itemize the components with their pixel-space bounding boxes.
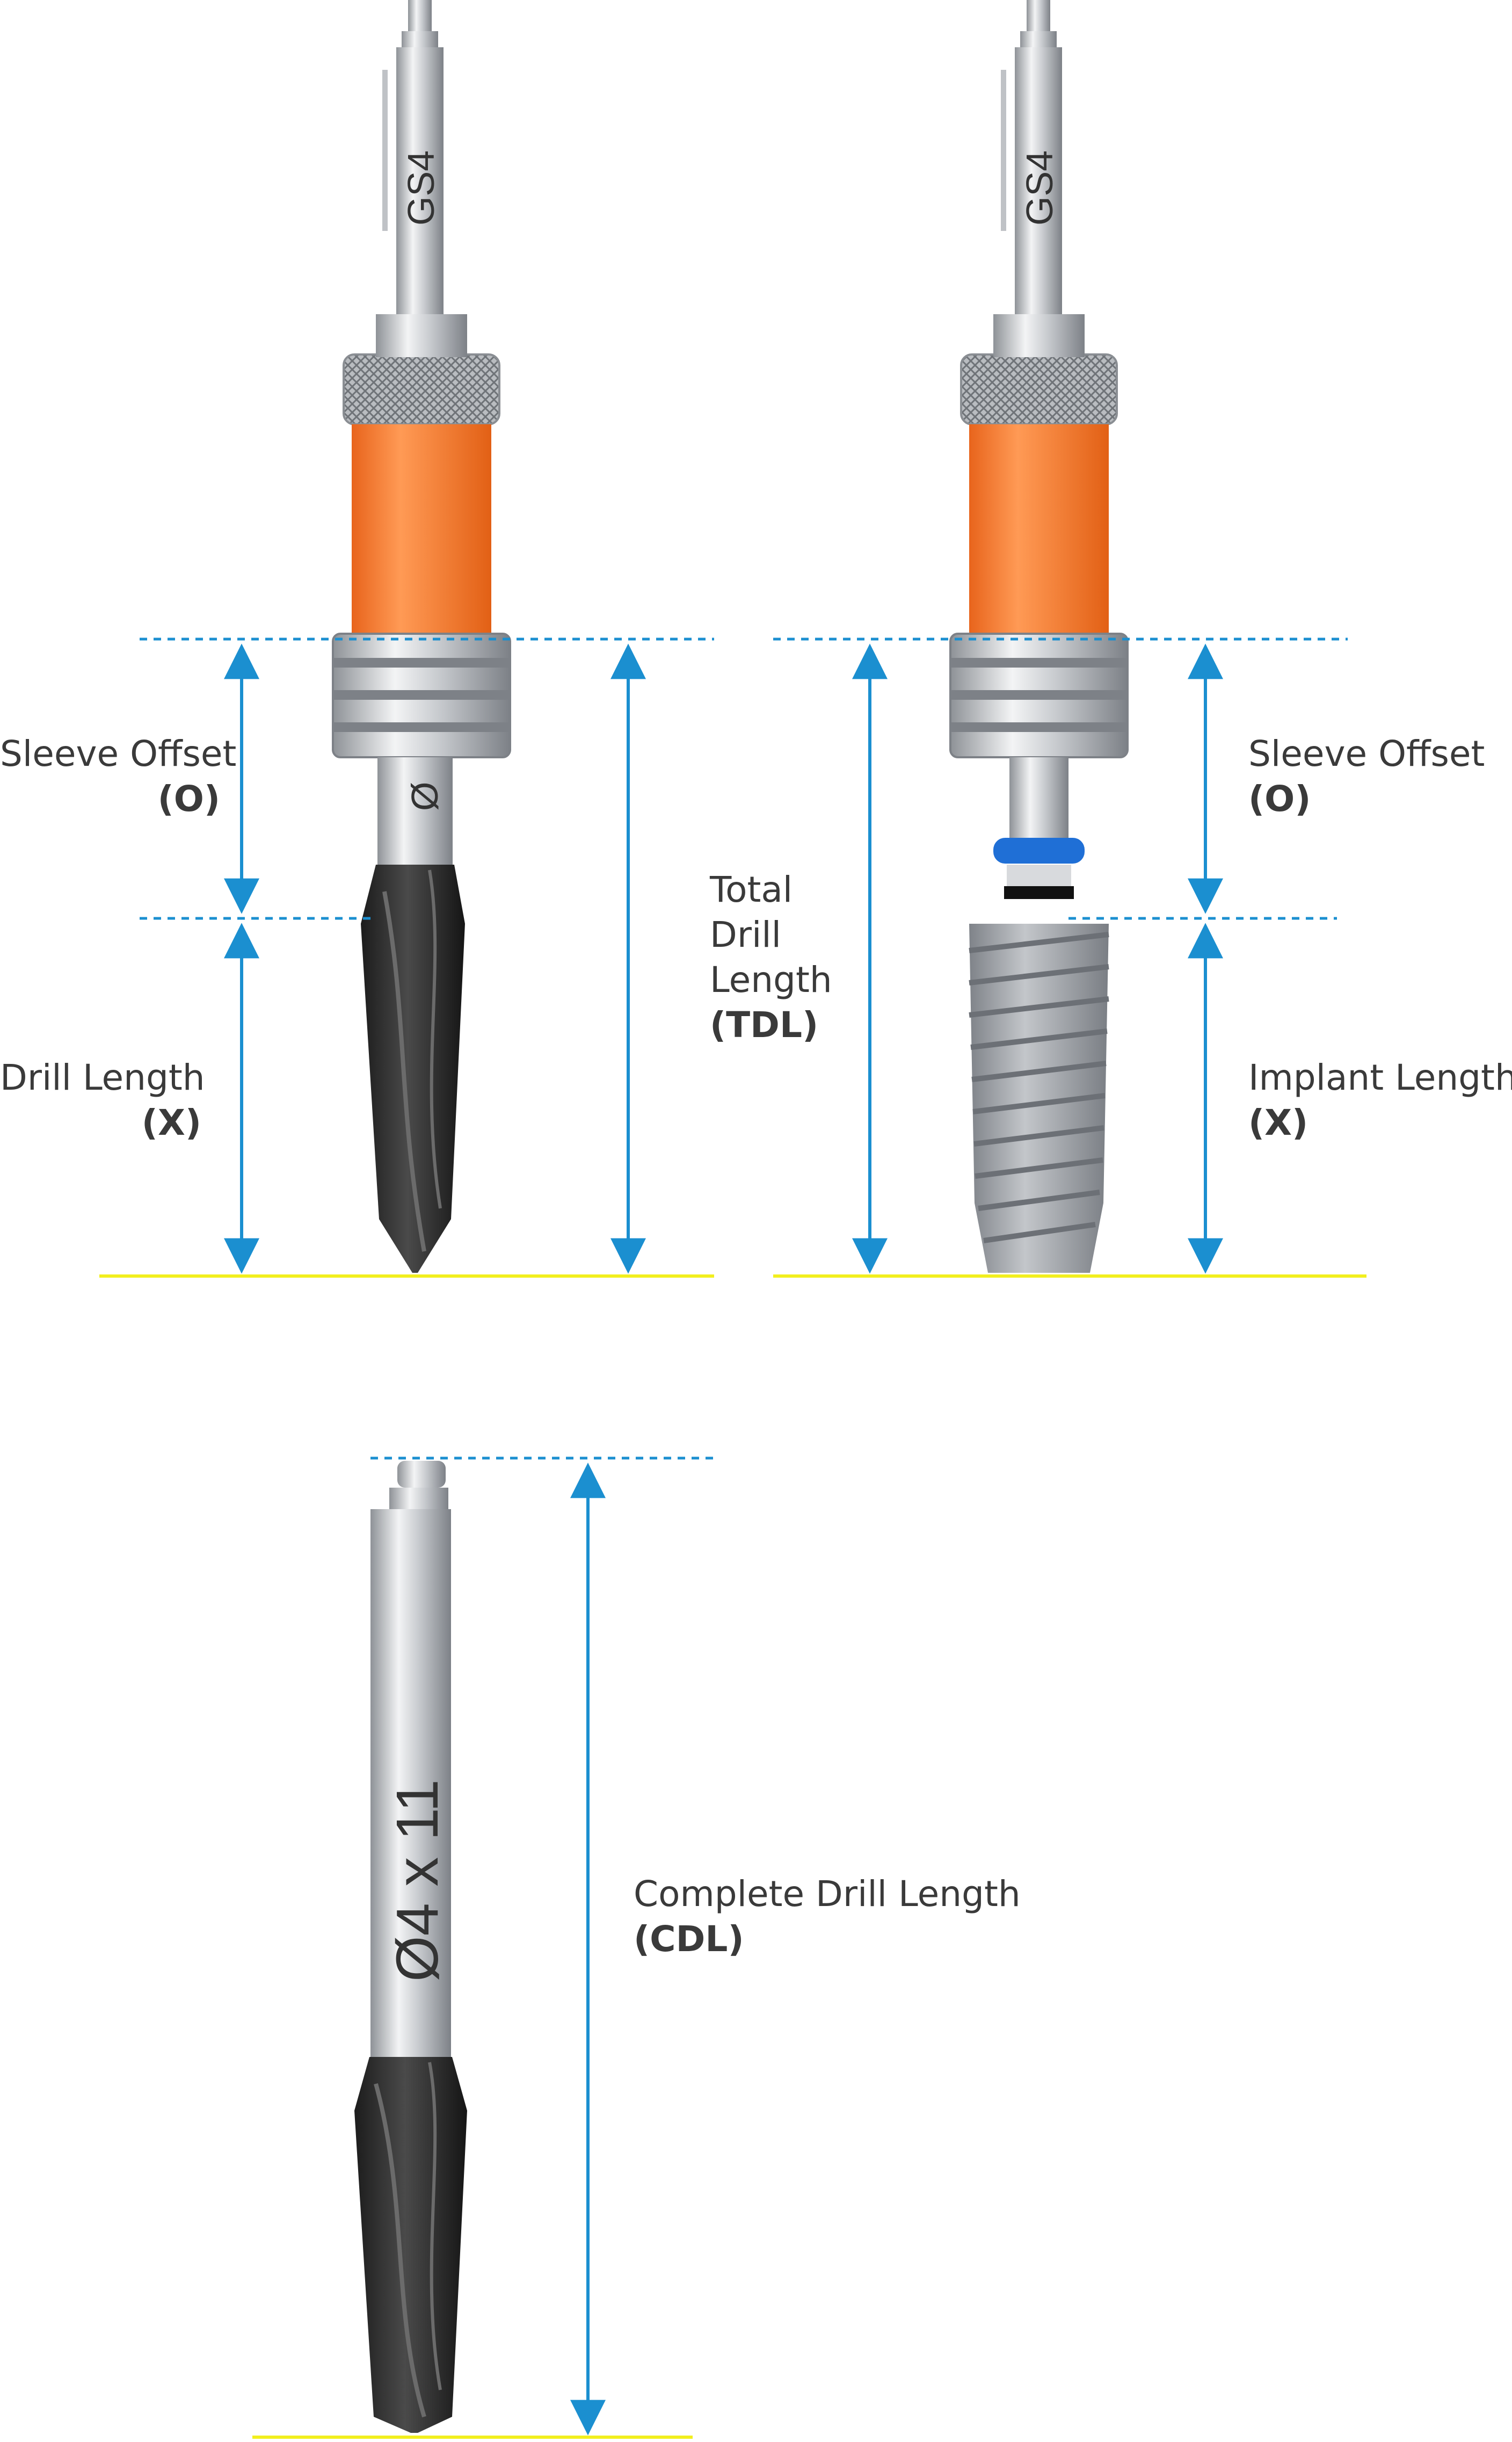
sleeve-offset-label-right: Sleeve Offset (O) xyxy=(1248,731,1485,822)
orange-sleeve xyxy=(352,424,491,634)
sleeve-offset-label-left: Sleeve Offset (O) xyxy=(0,731,237,822)
cap-neck xyxy=(993,314,1085,357)
knurled-cap xyxy=(343,353,500,425)
complete-drill-length-label: Complete Drill Length (CDL) xyxy=(634,1872,1021,1962)
drill-length-text: Drill Length xyxy=(0,1057,205,1098)
shaft-marking-gs4: GS4 xyxy=(400,150,442,226)
complete-drill-length-text: Complete Drill Length xyxy=(634,1873,1021,1915)
sleeve-offset-text: Sleeve Offset xyxy=(0,733,237,774)
cap-neck xyxy=(376,314,467,357)
drill-top xyxy=(397,1461,446,1488)
orange-sleeve xyxy=(969,424,1109,634)
shaft-collar xyxy=(1020,31,1057,47)
drill-size-marking: Ø4 x 11 xyxy=(384,1779,450,1982)
complete-drill-length-symbol: (CDL) xyxy=(634,1918,744,1960)
baselines xyxy=(99,1274,1366,2439)
mount-band xyxy=(1004,886,1074,899)
dimension-arrows xyxy=(224,643,1223,2436)
shaft-tip xyxy=(1027,0,1050,32)
implant-length-text: Implant Length xyxy=(1248,1057,1512,1098)
implant-assembly-right: GS4 xyxy=(949,0,1129,1273)
implant-mount xyxy=(1009,757,1068,838)
shaft-collar xyxy=(402,31,438,47)
shaft xyxy=(1015,47,1062,316)
drill-length-label: Drill Length (X) xyxy=(0,1055,205,1146)
reference-lines xyxy=(140,637,1348,1460)
implant-body xyxy=(969,924,1109,1273)
drill-length-symbol: (X) xyxy=(141,1102,201,1143)
total-label-line2: Drill xyxy=(710,914,781,955)
total-drill-length-label: Total Drill Length (TDL) xyxy=(710,867,832,1048)
implant-length-label: Implant Length (X) xyxy=(1248,1055,1512,1146)
shank-marking: Ø xyxy=(404,782,446,811)
drill-flutes xyxy=(361,865,465,1273)
mount-neck xyxy=(1007,865,1071,886)
drill-flutes xyxy=(354,2057,467,2433)
implant-length-symbol: (X) xyxy=(1248,1102,1309,1143)
sleeve-offset-symbol: (O) xyxy=(1248,778,1311,820)
drill-shank xyxy=(377,757,453,865)
shaft-marking-gs4: GS4 xyxy=(1019,150,1060,226)
total-label-line1: Total xyxy=(710,869,793,910)
sleeve-offset-text: Sleeve Offset xyxy=(1248,733,1485,774)
drill-collar xyxy=(389,1488,448,1509)
drill-shank xyxy=(370,1509,451,2057)
complete-drill: Ø4 x 11 xyxy=(354,1461,467,2433)
shaft xyxy=(396,47,444,316)
o-ring xyxy=(993,838,1085,864)
total-label-line3: Length xyxy=(710,959,832,1001)
shaft-flat xyxy=(1001,70,1006,231)
knurled-cap xyxy=(960,353,1118,425)
shaft-flat xyxy=(382,70,388,231)
shaft-tip xyxy=(408,0,432,32)
threaded-guide xyxy=(949,633,1129,758)
drill-assembly-left: GS4 Ø xyxy=(332,0,511,1273)
sleeve-offset-symbol: (O) xyxy=(157,778,220,820)
threaded-guide xyxy=(332,633,511,758)
total-symbol: (TDL) xyxy=(710,1004,819,1046)
